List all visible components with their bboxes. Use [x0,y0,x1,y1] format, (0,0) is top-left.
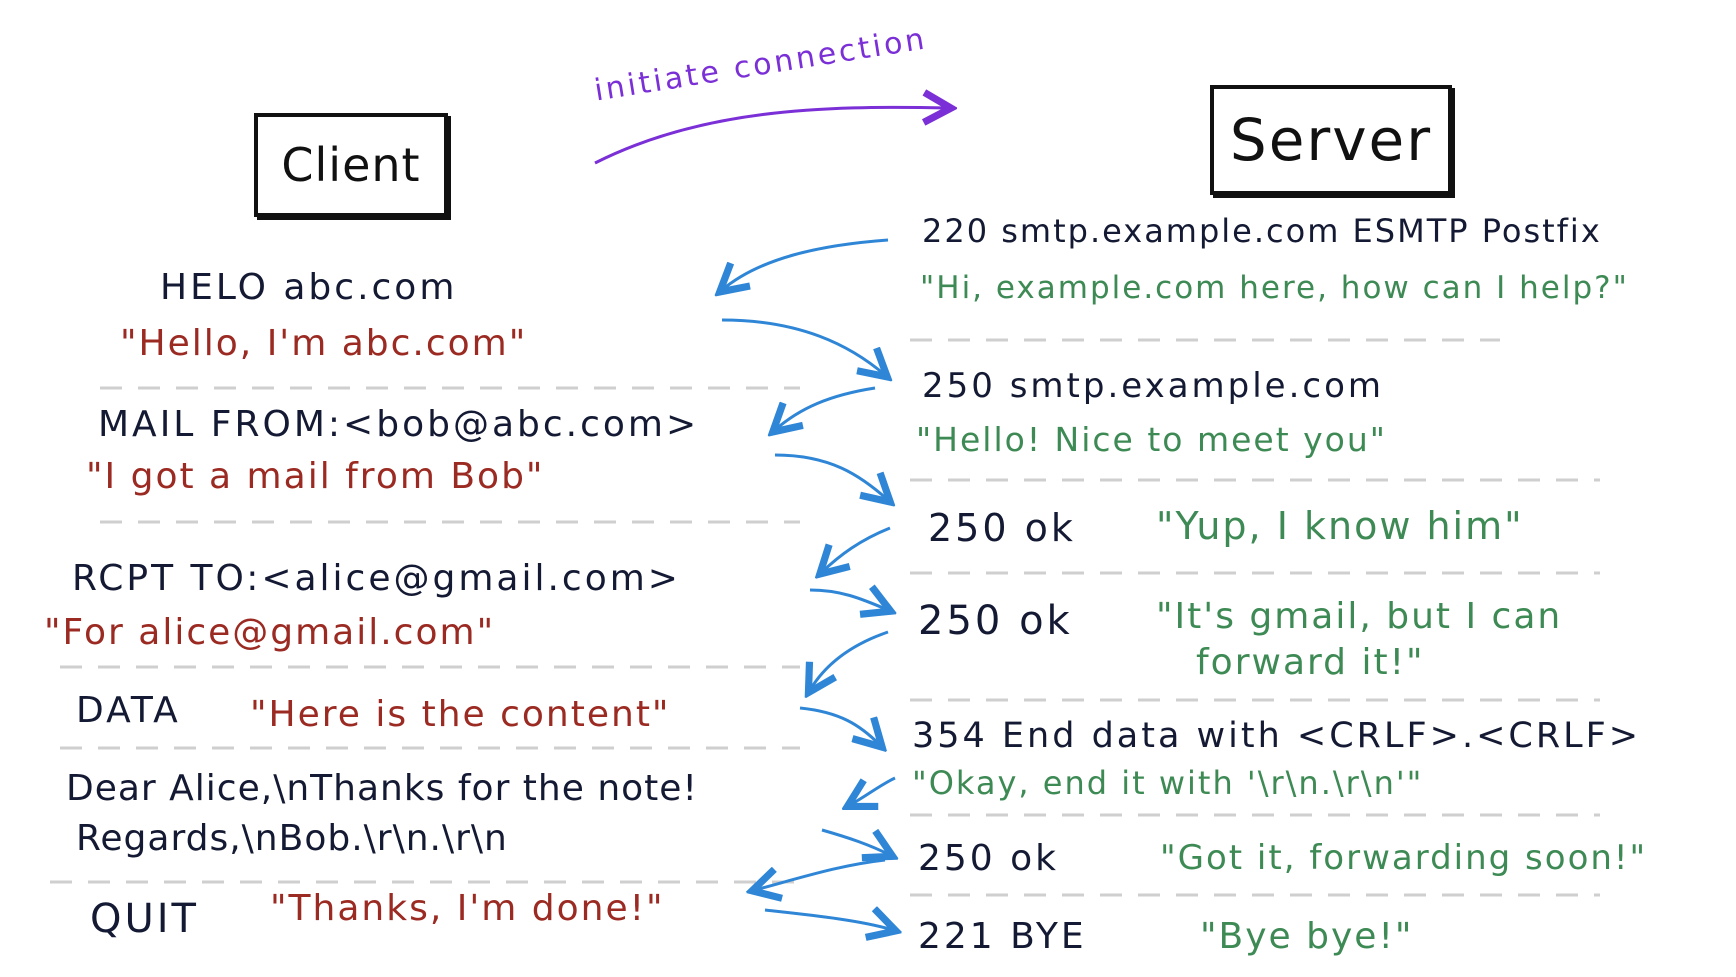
server-250-ok-1: 250 ok [928,506,1076,550]
server-221-response: 221 BYE [918,916,1087,957]
arrow-body-to-server [821,828,890,855]
server-title-box: Server [1210,85,1452,195]
arrow-220-to-client [722,238,889,290]
client-helo-speech: "Hello, I'm abc.com" [120,323,528,364]
server-title: Server [1229,106,1433,174]
client-message-body-line-1: Dear Alice,\nThanks for the note! [66,768,698,809]
server-354-response: 354 End data with <CRLF>.<CRLF> [912,716,1642,756]
arrow-mail-to-server [774,453,888,500]
client-mail-speech: "I got a mail from Bob" [86,456,545,497]
server-250-ok-3-speech: "Got it, forwarding soon!" [1160,838,1648,878]
server-250-ok-3: 250 ok [918,838,1060,879]
client-quit-speech: "Thanks, I'm done!" [270,888,665,929]
arrow-354-to-client [850,776,896,805]
arrow-250-final-to-client [755,858,886,890]
arrow-helo-to-server [721,318,885,375]
server-220-response: 220 smtp.example.com ESMTP Postfix [922,212,1602,250]
server-250-ok-2-speech-line-1: "It's gmail, but I can [1156,596,1563,637]
client-title: Client [281,138,421,192]
server-250-ok-2: 250 ok [918,598,1073,644]
client-title-box: Client [254,113,448,217]
arrow-data-to-server [799,706,880,745]
client-data-command: DATA [76,690,181,731]
client-data-speech: "Here is the content" [250,694,671,735]
server-250-response: 250 smtp.example.com [922,366,1385,406]
server-221-speech: "Bye bye!" [1200,916,1414,957]
arrow-quit-to-server [764,910,893,930]
client-helo-command: HELO abc.com [160,267,458,308]
arrow-250ok-to-client [822,526,891,572]
server-220-speech: "Hi, example.com here, how can I help?" [920,270,1629,306]
client-mail-command: MAIL FROM:<bob@abc.com> [98,404,700,445]
arrow-rcpt-to-server [809,590,888,610]
server-354-speech: "Okay, end it with '\r\n.\r\n'" [912,764,1424,802]
arrow-250ok2-to-client [810,630,889,690]
arrow-250-to-client [775,386,876,430]
client-quit-command: QUIT [90,896,199,942]
client-message-body-line-2: Regards,\nBob.\r\n.\r\n [76,818,508,859]
connection-arrow [594,107,948,165]
client-rcpt-speech: "For alice@gmail.com" [44,612,496,653]
server-250-ok-2-speech-line-2: forward it!" [1196,642,1425,683]
server-250-speech: "Hello! Nice to meet you" [916,420,1387,459]
client-rcpt-command: RCPT TO:<alice@gmail.com> [72,558,681,599]
server-250-ok-1-speech: "Yup, I know him" [1156,504,1524,548]
